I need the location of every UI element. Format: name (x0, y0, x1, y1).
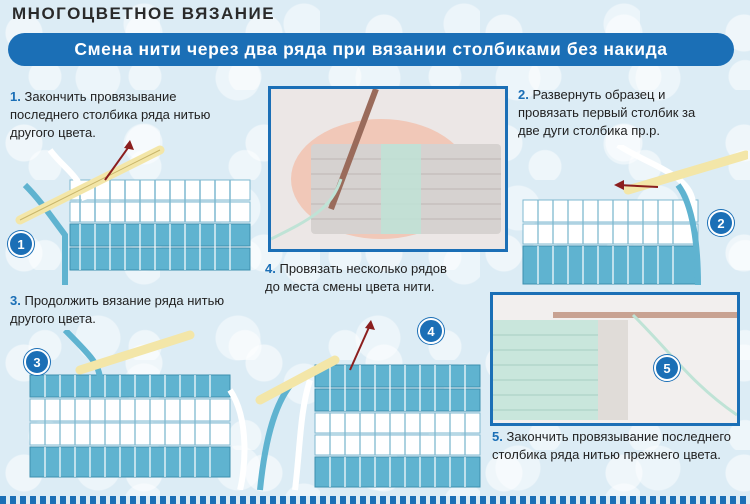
step-5-description: Закончить провязывание последнего столби… (492, 429, 732, 462)
photo-illustration-1 (271, 89, 505, 249)
step-2-illustration (522, 145, 748, 285)
banner-text: Смена нити через два ряда при вязании ст… (74, 39, 668, 59)
step-4-illustration (255, 320, 481, 491)
photo-illustration-5 (493, 295, 737, 423)
bottom-decorative-border (0, 496, 750, 504)
photo-panel-1 (268, 86, 508, 252)
badge-5: 5 (654, 355, 680, 381)
step-3-text: 3. Продолжить вязание ряда нитью другого… (10, 292, 225, 328)
badge-3: 3 (24, 349, 50, 375)
step-5-number: 5. (492, 429, 503, 444)
step-2-description: Развернуть образец и провязать первый ст… (518, 87, 696, 138)
step-1-number: 1. (10, 89, 21, 104)
step-1-illustration (15, 140, 251, 285)
step-3-number: 3. (10, 293, 21, 308)
photo-panel-5 (490, 292, 740, 426)
step-1-description: Закончить провязывание последнего столби… (10, 89, 211, 140)
title-banner: Смена нити через два ряда при вязании ст… (8, 33, 734, 66)
step-4-text: 4. Провязать несколько рядов до места см… (265, 260, 465, 296)
step-5-text: 5. Закончить провязывание последнего сто… (492, 428, 732, 464)
badge-1: 1 (8, 231, 34, 257)
badge-2: 2 (708, 210, 734, 236)
step-1-text: 1. Закончить провязывание последнего сто… (10, 88, 230, 142)
step-4-description: Провязать несколько рядов до места смены… (265, 261, 447, 294)
stitch-rows-blue (69, 223, 251, 271)
step-4-number: 4. (265, 261, 276, 276)
step-2-text: 2. Развернуть образец и провязать первый… (518, 86, 718, 140)
badge-4: 4 (418, 318, 444, 344)
page-title: МНОГОЦВЕТНОЕ ВЯЗАНИЕ (12, 4, 276, 23)
step-3-description: Продолжить вязание ряда нитью другого цв… (10, 293, 225, 326)
stitch-rows-white (69, 179, 251, 223)
step-2-number: 2. (518, 87, 529, 102)
step-3-illustration (29, 330, 248, 490)
header: МНОГОЦВЕТНОЕ ВЯЗАНИЕ (0, 0, 750, 28)
